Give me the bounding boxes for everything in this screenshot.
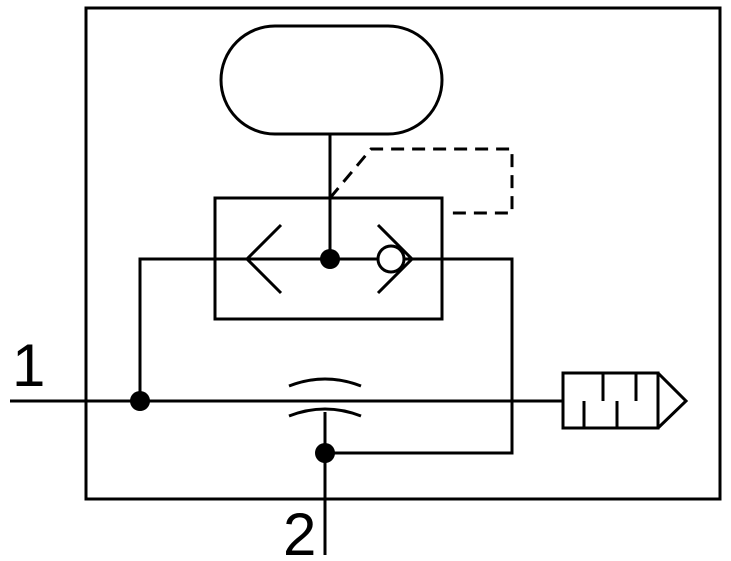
air-reservoir [219, 24, 444, 136]
shuttle-ball [376, 244, 406, 274]
left-branch-line [138, 257, 247, 401]
enclosure-box [84, 6, 722, 501]
supply-junction-dot [130, 391, 150, 411]
restrictor-upper-arc [288, 377, 362, 388]
port-2-junction-dot [315, 443, 335, 463]
silencer-body [561, 371, 660, 430]
right-branch-line [325, 257, 514, 455]
pilot-line-dashed [328, 147, 514, 215]
port-2-label: 2 [283, 501, 316, 561]
silencer [561, 371, 689, 430]
silencer-exhaust-arrow [656, 371, 689, 430]
port-1-label: 1 [12, 332, 45, 399]
valve-center-junction-dot [320, 249, 340, 269]
restrictor-lower-arc [288, 407, 362, 418]
